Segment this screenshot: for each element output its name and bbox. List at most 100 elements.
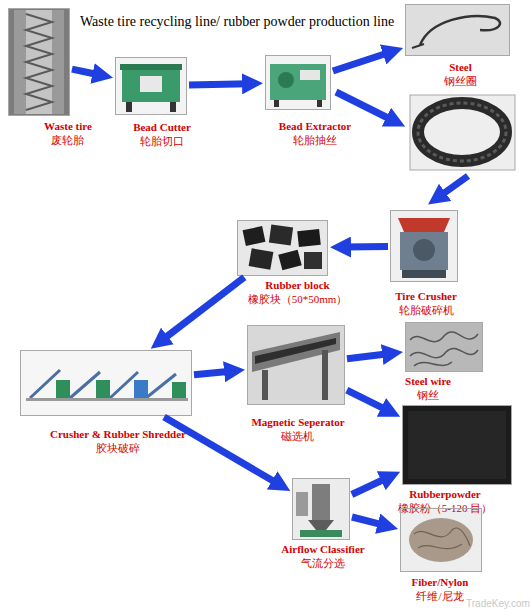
flow-arrow bbox=[162, 277, 244, 340]
english-label: Magnetic Seperator bbox=[251, 415, 344, 429]
photo-background bbox=[400, 508, 482, 572]
photo-background bbox=[20, 350, 192, 416]
english-label: Steel bbox=[444, 60, 477, 74]
machine bbox=[172, 382, 186, 398]
shredder-line-picture bbox=[20, 350, 192, 416]
caption-group: Airflow Classifier气流分选 bbox=[281, 542, 364, 570]
photo-background bbox=[292, 478, 350, 540]
english-label: Bead Extractor bbox=[279, 119, 351, 133]
crusher-rotor bbox=[413, 239, 435, 261]
caption-group: Rubberpowder橡胶粉（5-120 目） bbox=[398, 487, 492, 515]
photo-background bbox=[237, 220, 328, 276]
chinese-label: 纤维/尼龙 bbox=[412, 589, 469, 603]
bead-cutter-picture bbox=[115, 57, 187, 115]
picture-box: Rubberpowder橡胶粉（5-120 目） bbox=[402, 405, 512, 485]
wire-strands bbox=[410, 332, 478, 366]
caption-group: Fiber/Nylon纤维/尼龙 bbox=[412, 575, 469, 603]
caption-group: Bead Extractor轮胎抽丝 bbox=[279, 119, 351, 147]
chinese-label: 钢丝 bbox=[405, 388, 451, 402]
steel-bead-wire bbox=[420, 16, 500, 45]
picture-box: Bead Cutter轮胎切口 bbox=[115, 57, 187, 115]
machine-top bbox=[120, 64, 182, 70]
machine-panel bbox=[140, 76, 162, 92]
rubber-block-picture bbox=[237, 220, 328, 276]
tread-pattern bbox=[26, 14, 52, 110]
picture-box: Steel wire钢丝 bbox=[405, 322, 483, 372]
chinese-label: 轮胎破碎机 bbox=[395, 303, 457, 317]
powder-texture bbox=[408, 411, 506, 479]
fiber-picture bbox=[400, 508, 482, 572]
flow-arrow bbox=[352, 478, 387, 495]
magnetic-separator-picture bbox=[247, 325, 345, 405]
chinese-label: 橡胶块（50*50mm） bbox=[248, 292, 348, 306]
steel-wire-picture bbox=[405, 322, 483, 372]
photo-background bbox=[405, 322, 483, 372]
english-label: Waste tire bbox=[44, 119, 92, 133]
english-label: Rubberpowder bbox=[398, 487, 492, 501]
tire-tread bbox=[418, 103, 506, 161]
machine-leg bbox=[274, 100, 279, 107]
fiber-strands bbox=[414, 528, 470, 549]
picture-box: Fiber/Nylon纤维/尼龙 bbox=[400, 508, 482, 572]
picture-box: Waste tire废轮胎 bbox=[8, 8, 70, 116]
floor-line bbox=[26, 398, 188, 401]
tire-ring bbox=[418, 103, 506, 161]
machine-leg bbox=[317, 100, 322, 107]
machine bbox=[134, 380, 148, 398]
machine bbox=[56, 380, 70, 398]
flow-arrow bbox=[336, 92, 392, 120]
separator-leg bbox=[262, 370, 268, 400]
rubber-piece bbox=[269, 225, 293, 246]
crusher-hopper bbox=[398, 218, 450, 232]
caption-group: Waste tire废轮胎 bbox=[44, 119, 92, 147]
waste-tire-picture bbox=[8, 8, 70, 116]
photo-background bbox=[265, 55, 331, 110]
chinese-label: 气流分选 bbox=[281, 556, 364, 570]
steel-bead-picture bbox=[405, 4, 510, 56]
debeaded-tire-picture bbox=[410, 95, 515, 170]
photo-background bbox=[405, 4, 510, 56]
english-label: Crusher & Rubber Shredder bbox=[50, 427, 186, 441]
caption-group: Magnetic Seperator磁选机 bbox=[251, 415, 344, 443]
tire-crusher-picture bbox=[390, 210, 458, 282]
picture-box: Airflow Classifier气流分选 bbox=[292, 478, 350, 540]
flow-arrow bbox=[347, 354, 388, 359]
rubber-piece bbox=[249, 248, 274, 270]
classifier-cyclone bbox=[296, 492, 308, 516]
fiber-clump bbox=[409, 518, 473, 562]
photo-background bbox=[115, 57, 187, 115]
tire-band bbox=[26, 10, 52, 114]
photo-background bbox=[247, 325, 345, 405]
flow-arrow bbox=[72, 69, 99, 75]
crusher-body bbox=[400, 232, 448, 270]
chinese-label: 钢丝圈 bbox=[444, 74, 477, 88]
english-label: Fiber/Nylon bbox=[412, 575, 469, 589]
rubber-powder-picture bbox=[402, 405, 512, 485]
english-label: Rubber block bbox=[248, 278, 348, 292]
rubber-piece bbox=[304, 252, 322, 269]
photo-background bbox=[390, 210, 458, 282]
picture-box: Steel钢丝圈 bbox=[405, 4, 510, 56]
machine bbox=[96, 380, 110, 398]
flow-arrow bbox=[189, 84, 248, 85]
flow-arrow bbox=[352, 517, 384, 525]
flow-arrow bbox=[345, 243, 388, 251]
caption-group: Steel wire钢丝 bbox=[405, 374, 451, 402]
english-label: Airflow Classifier bbox=[281, 542, 364, 556]
chinese-label: 废轮胎 bbox=[44, 133, 92, 147]
machine-body bbox=[122, 68, 180, 102]
caption-group: Rubber block橡胶块（50*50mm） bbox=[248, 278, 348, 306]
english-label: Bead Cutter bbox=[133, 120, 191, 134]
chinese-label: 轮胎切口 bbox=[133, 134, 191, 148]
tire-tread bbox=[14, 10, 64, 114]
caption-group: Tire Crusher轮胎破碎机 bbox=[395, 289, 457, 317]
machine-leg bbox=[126, 102, 132, 112]
machine-panel bbox=[300, 70, 320, 80]
english-label: Tire Crusher bbox=[395, 289, 457, 303]
crusher-base bbox=[402, 270, 446, 278]
classifier-column bbox=[312, 484, 330, 520]
conveyor bbox=[30, 370, 176, 398]
flow-arrow bbox=[440, 176, 468, 196]
classifier-base bbox=[300, 530, 342, 537]
rubber-powder-photo bbox=[402, 405, 512, 485]
